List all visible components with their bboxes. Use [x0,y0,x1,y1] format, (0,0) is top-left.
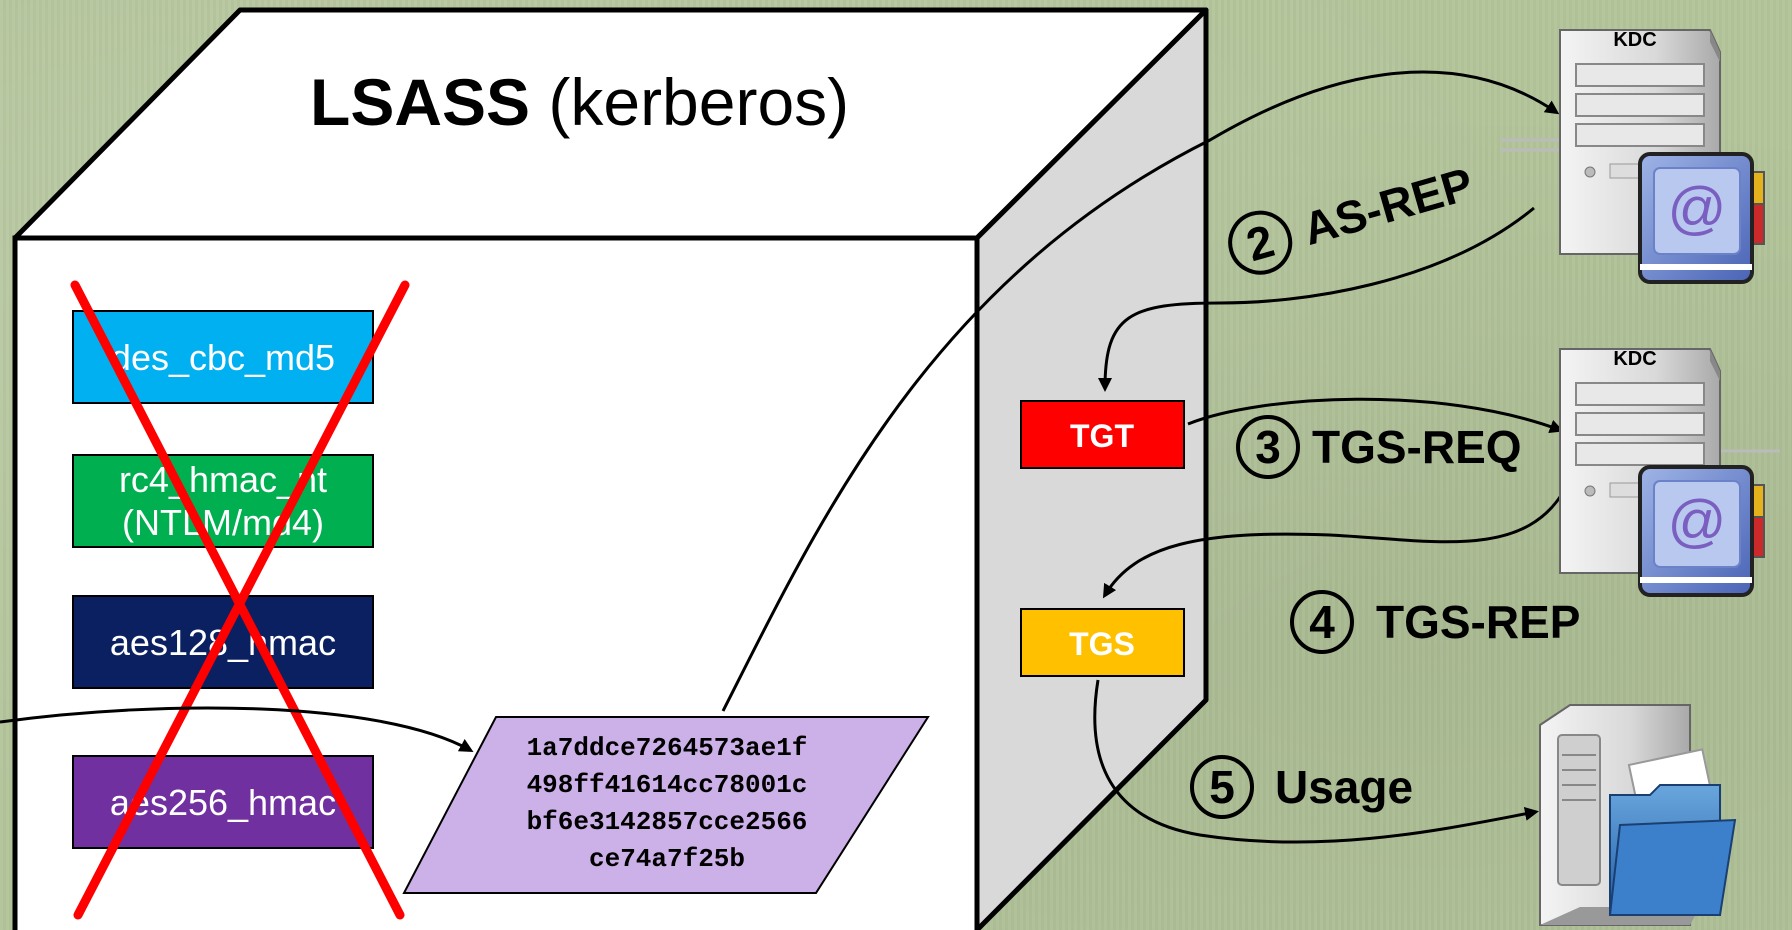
key-type-des-label: des_cbc_md5 [111,337,335,378]
step-usage-label: Usage [1275,761,1413,813]
hash-line-4: ce74a7f25b [589,844,745,874]
step-tgs-rep-label: TGS-REP [1376,596,1580,648]
step-tgs-rep: 4 TGS-REP [1290,590,1580,654]
arrow-input-to-hash [0,706,474,752]
step-as-rep-label: AS-REP [1297,157,1478,255]
arrow-usage [1093,679,1539,844]
kdc2-label: KDC [1613,348,1656,370]
step-3-circle [1236,415,1300,479]
step-2-num: 2 [1241,214,1280,271]
directory-book-icon: @ [1638,152,1765,284]
key-type-rc4: rc4_hmac_nt (NTLM/md4) [72,454,374,548]
svg-text:@: @ [1668,176,1727,241]
step-5-circle [1190,755,1254,819]
folder-icon [1608,748,1737,916]
hash-line-2: 498ff41614cc78001c [527,770,808,800]
step-3-num: 3 [1255,421,1281,473]
arrow-as-rep [1098,206,1535,392]
kdc-server-icon: KDC @ [1500,29,1765,284]
kdc-server-icon: KDC @ [1559,348,1780,597]
tgt-label: TGT [1070,418,1134,454]
step-5-num: 5 [1209,761,1235,813]
file-server-icon [1539,704,1737,926]
lsass-title: LSASS (kerberos) [310,65,849,139]
tgs-ticket: TGS [1020,608,1185,677]
hash-line-1: 1a7ddce7264573ae1f [527,733,808,763]
kdc1-label: KDC [1613,29,1656,51]
key-type-des: des_cbc_md5 [72,310,374,404]
hash-line-3: bf6e3142857cce2566 [527,807,808,837]
red-cross-icon [70,280,410,920]
step-tgs-req: 3 TGS-REQ [1236,415,1522,479]
step-4-num: 4 [1309,596,1335,648]
arrow-tgs-rep [1102,493,1564,599]
svg-text:@: @ [1668,489,1727,554]
tgs-label: TGS [1069,626,1135,662]
hash-box: 1a7ddce7264573ae1f 498ff41614cc78001c bf… [402,716,930,894]
step-tgs-req-label: TGS-REQ [1312,421,1522,473]
arrow-tgs-req [1187,397,1564,434]
step-usage: 5 Usage [1190,755,1413,819]
arrow-hash-to-kdc [721,70,1560,712]
step-2-circle [1228,210,1293,275]
directory-book-icon: @ [1638,465,1765,597]
tgt-ticket: TGT [1020,400,1185,469]
step-4-circle [1290,590,1354,654]
